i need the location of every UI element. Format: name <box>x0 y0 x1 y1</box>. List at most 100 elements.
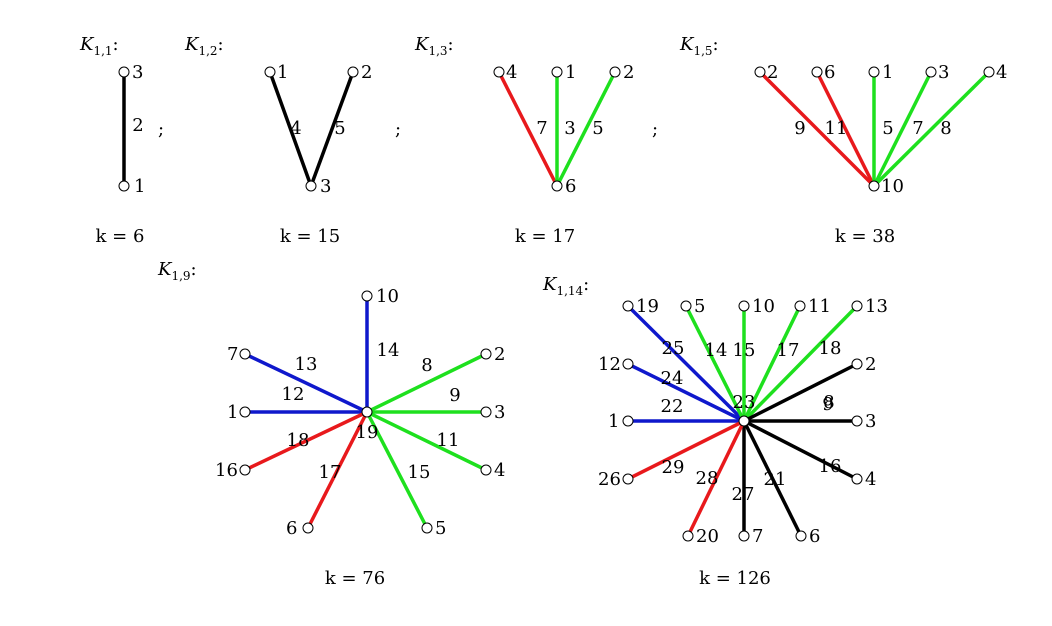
edge-label: 24 <box>661 368 684 389</box>
graph-title-subscript: 1,3 <box>428 44 447 58</box>
edge-label: 13 <box>295 354 318 375</box>
graph-title: K1,2: <box>184 34 224 58</box>
vertex-label: 6 <box>809 526 820 547</box>
edge-label: 8 <box>940 118 951 139</box>
vertex-node <box>754 66 766 78</box>
separator-semicolon: ; <box>395 119 401 140</box>
vertex-node <box>551 66 563 78</box>
vertex-label: 1 <box>277 62 288 83</box>
edge <box>627 419 745 481</box>
graph-title-main: K <box>414 34 430 55</box>
edge <box>309 71 355 187</box>
edge-label: 14 <box>705 340 728 361</box>
vertex-label: 2 <box>865 354 876 375</box>
vertex-node <box>738 300 750 312</box>
vertex-label: 2 <box>494 344 505 365</box>
vertex-node <box>851 415 863 427</box>
edge <box>686 420 746 537</box>
center-vertex-node <box>868 180 880 192</box>
edge-label: 17 <box>319 462 342 483</box>
edge-label: 2 <box>132 115 143 136</box>
vertex-node <box>622 473 634 485</box>
edge-label: 21 <box>764 469 787 490</box>
center-vertex-node <box>118 180 130 192</box>
separator-semicolon: ; <box>652 119 658 140</box>
vertex-label: 13 <box>865 296 888 317</box>
edge <box>497 71 559 187</box>
graph-title-subscript: 1,2 <box>198 44 217 58</box>
edge-label: 15 <box>733 340 756 361</box>
graph-title-main: K <box>157 259 173 280</box>
center-vertex-label: 10 <box>881 176 904 197</box>
edge <box>626 304 746 423</box>
graph-title-main: K <box>679 34 695 55</box>
vertex-label: 20 <box>696 526 719 547</box>
vertex-node <box>794 300 806 312</box>
vertex-node <box>622 300 634 312</box>
vertex-label: 4 <box>494 460 505 481</box>
graph-title: K1,1: <box>79 34 119 58</box>
vertex-label: 4 <box>506 62 517 83</box>
edge <box>815 71 876 187</box>
vertex-label: 1 <box>608 411 619 432</box>
vertex-node <box>421 522 433 534</box>
vertex-label: 3 <box>132 62 143 83</box>
graph-title-colon: : <box>191 259 197 280</box>
edge <box>684 305 746 422</box>
edge <box>742 304 859 423</box>
graph-title-subscript: 1,5 <box>693 44 712 58</box>
vertex-label: 5 <box>694 296 705 317</box>
edge-label: 11 <box>825 118 848 139</box>
vertex-node <box>868 66 880 78</box>
edge <box>742 305 802 422</box>
vertex-node <box>983 66 995 78</box>
vertex-label: 5 <box>435 518 446 539</box>
vertex-node <box>361 290 373 302</box>
vertex-node <box>609 66 621 78</box>
vertex-label: 2 <box>767 62 778 83</box>
edge-label: 27 <box>732 484 755 505</box>
k-value: k = 126 <box>699 568 771 589</box>
vertex-node <box>680 300 692 312</box>
vertex-node <box>264 66 276 78</box>
edge-label: 4 <box>290 118 301 139</box>
edge <box>244 410 368 472</box>
edge <box>268 71 313 187</box>
vertex-label: 19 <box>636 296 659 317</box>
vertex-label: 26 <box>598 469 621 490</box>
center-vertex-node <box>738 415 750 427</box>
vertex-node <box>811 66 823 78</box>
edge-label: 7 <box>912 118 923 139</box>
separator-semicolon: ; <box>158 119 164 140</box>
vertex-label: 10 <box>376 286 399 307</box>
edge-label: 16 <box>819 456 842 477</box>
edge-label: 5 <box>882 118 893 139</box>
k-value: k = 38 <box>835 226 895 247</box>
vertex-node <box>851 358 863 370</box>
vertex-node <box>239 464 251 476</box>
edge <box>627 362 745 423</box>
center-vertex-node <box>305 180 317 192</box>
graph-title-colon: : <box>713 34 719 55</box>
edge-label: 29 <box>662 457 685 478</box>
vertex-label: 1 <box>882 62 893 83</box>
center-vertex-label: 23 <box>733 392 756 413</box>
center-vertex-node <box>551 180 563 192</box>
vertex-node <box>622 358 634 370</box>
vertex-label: 4 <box>865 469 876 490</box>
edge-label: 9 <box>794 118 805 139</box>
k-value: k = 76 <box>325 568 385 589</box>
graph-title: K1,14: <box>542 274 589 298</box>
vertex-node <box>480 348 492 360</box>
edge <box>366 410 487 472</box>
edge-label: 14 <box>377 340 400 361</box>
vertex-node <box>239 348 251 360</box>
edge-label: 25 <box>662 338 685 359</box>
edge-label: 11 <box>437 430 460 451</box>
edge-label: 5 <box>334 118 345 139</box>
graph-title-colon: : <box>113 34 119 55</box>
vertex-node <box>795 530 807 542</box>
vertex-label: 7 <box>752 526 763 547</box>
